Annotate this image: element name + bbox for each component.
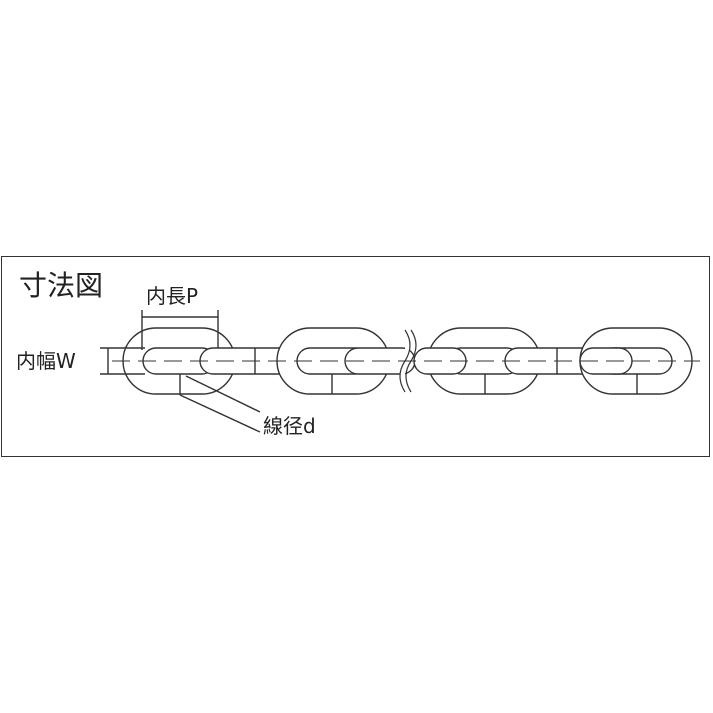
inner-length-dimension (141, 310, 219, 350)
wire-diameter-label: 線径d (263, 414, 316, 438)
diagram-title: 寸法図 (19, 269, 104, 302)
inner-length-label: 内長P (146, 284, 199, 308)
inner-width-dimension (100, 347, 145, 375)
inner-width-label: 内幅W (16, 349, 76, 373)
wire-diameter-leader (179, 374, 261, 433)
